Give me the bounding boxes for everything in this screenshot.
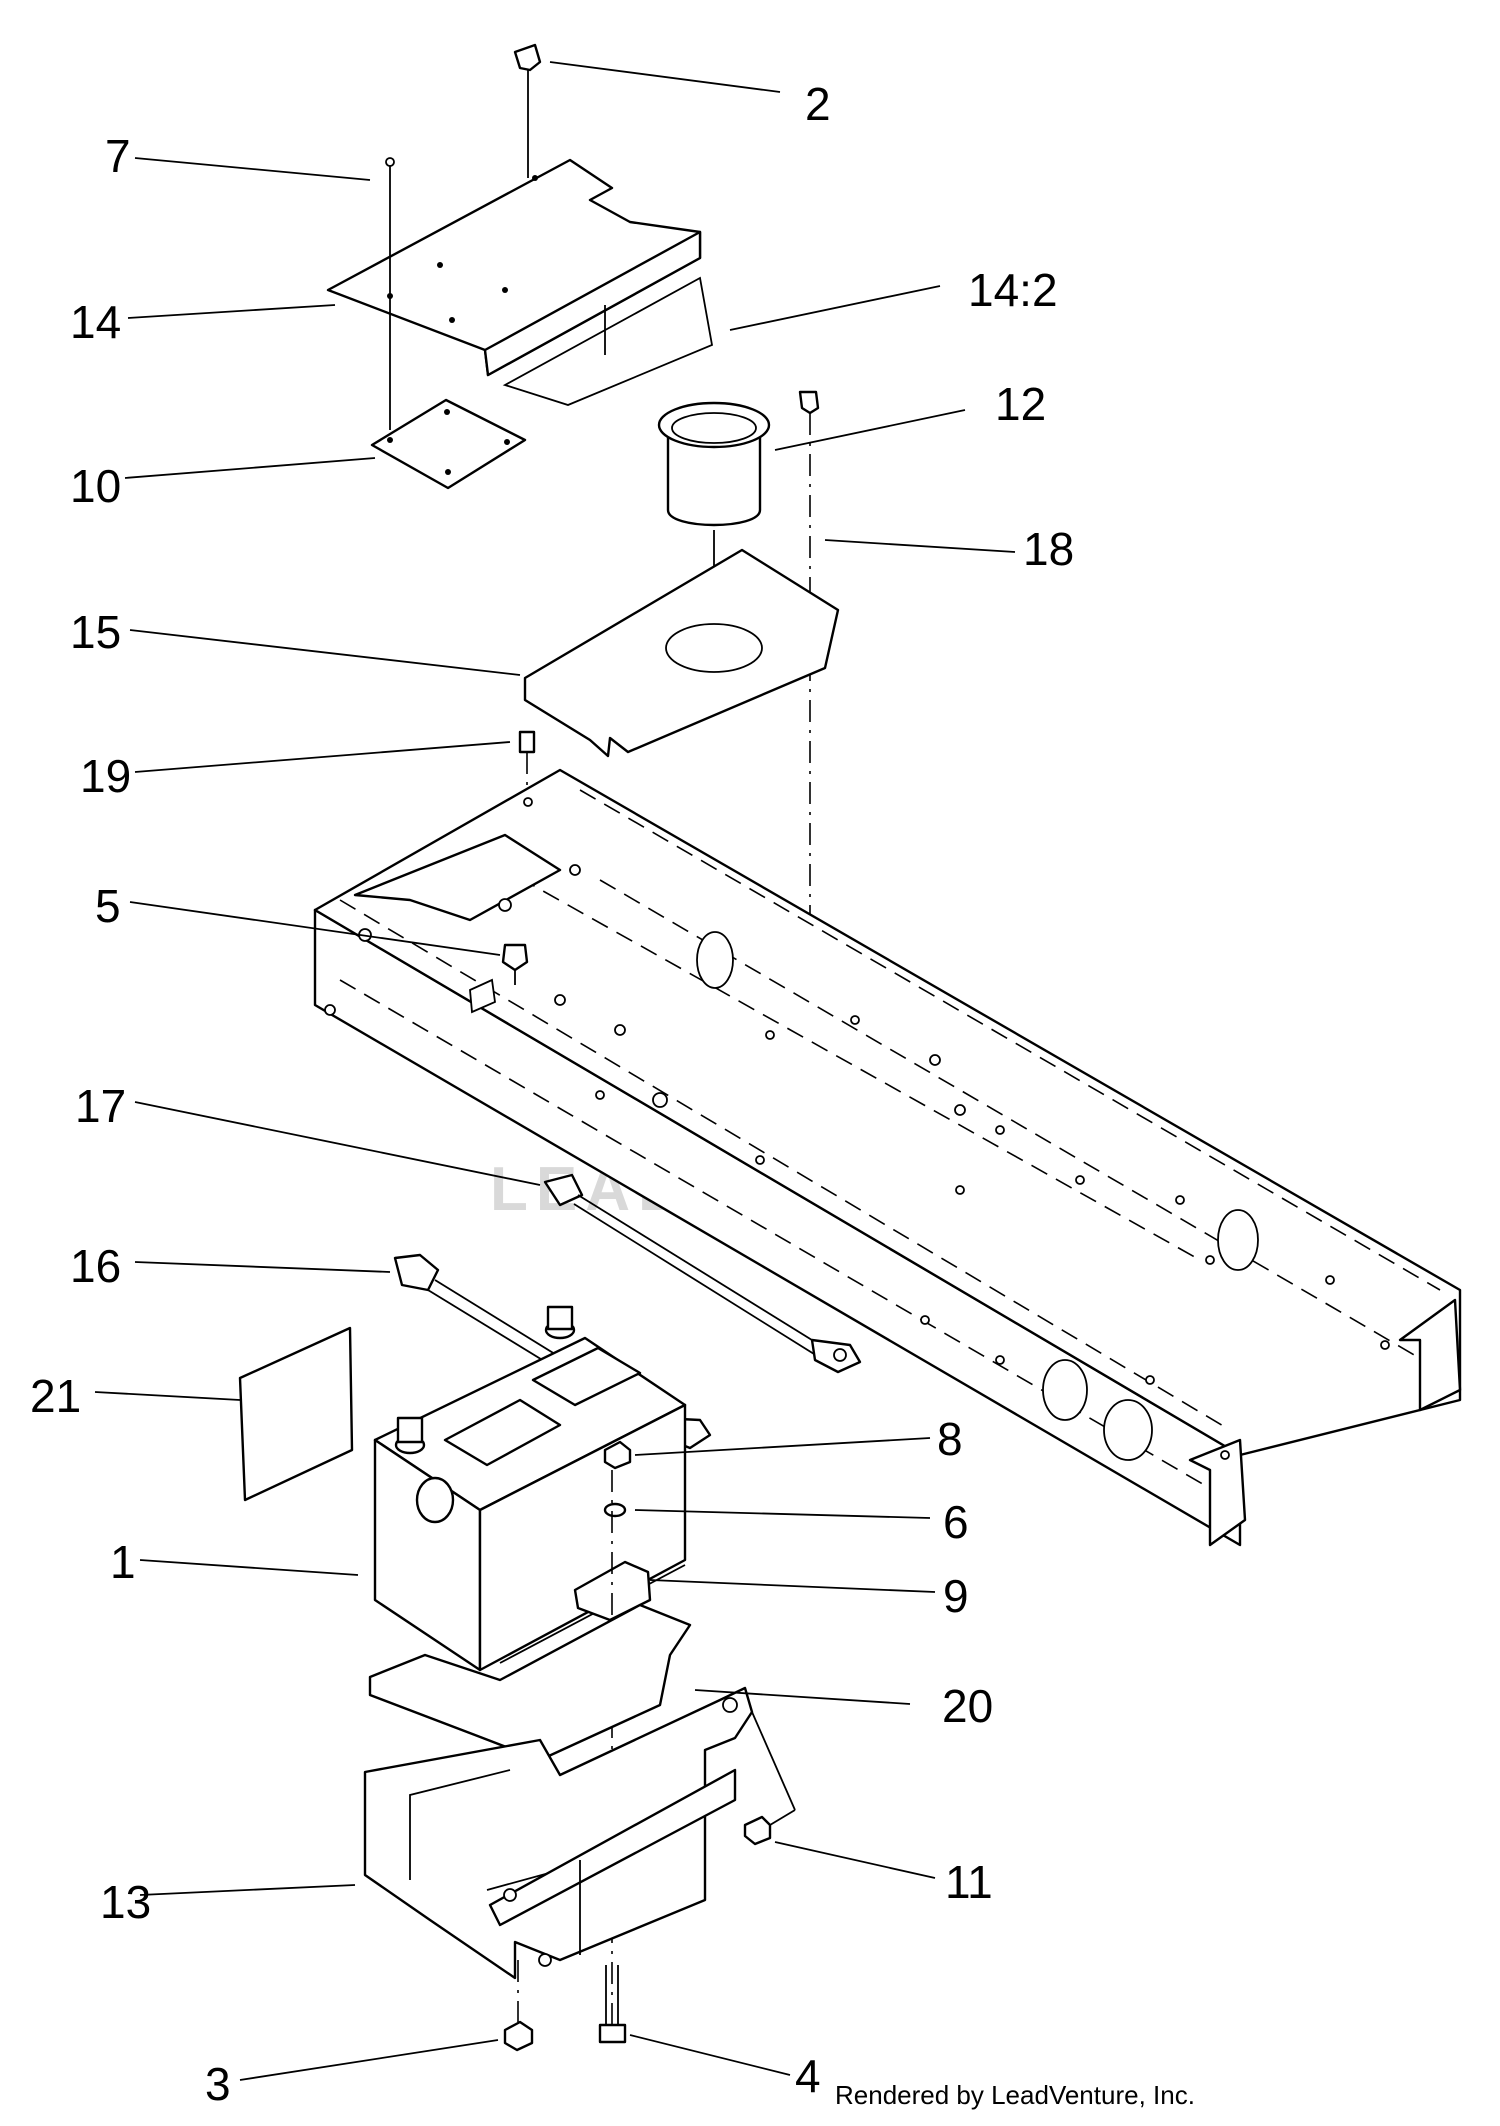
callout-7: 7	[105, 130, 131, 182]
callout-1: 1	[110, 1536, 136, 1588]
part-21-decal	[238, 1326, 354, 1502]
callout-5: 5	[95, 880, 121, 932]
callout-15: 15	[70, 606, 121, 658]
part-5-bolt	[501, 943, 529, 985]
part-2-fastener	[513, 43, 542, 178]
callout-18: 18	[1023, 523, 1074, 575]
part-1-battery	[373, 1305, 687, 1672]
part-4-bolt	[598, 1965, 627, 2044]
leader-lines	[94, 61, 1016, 2081]
callout-17: 17	[75, 1080, 126, 1132]
callout-labels: 2 7 14 14:2 12 10 18 15 19 5 17 16 21 8 …	[30, 78, 1074, 2110]
part-6-washer	[603, 1502, 627, 1518]
callout-14-2: 14:2	[968, 264, 1058, 316]
part-7-pin	[385, 157, 395, 430]
part-9-clamp	[573, 1560, 652, 1622]
callout-11: 11	[945, 1856, 993, 1908]
part-15-bracket-plate	[523, 548, 840, 758]
callout-21: 21	[30, 1370, 81, 1422]
callout-2: 2	[805, 78, 831, 130]
part-17-cable	[543, 1173, 862, 1374]
part-3-nut	[503, 1960, 534, 2052]
part-14-cover-plate	[326, 158, 714, 406]
callout-14: 14	[70, 296, 121, 348]
callout-13: 13	[100, 1876, 151, 1928]
callout-6: 6	[943, 1496, 969, 1548]
callout-20: 20	[942, 1680, 993, 1732]
part-12-cup-holder	[657, 401, 771, 625]
frame-rails	[313, 768, 1462, 1547]
part-8-nut	[603, 1440, 632, 1470]
rendered-by-credit: Rendered by LeadVenture, Inc.	[835, 2080, 1195, 2110]
callout-4: 4	[795, 2050, 821, 2102]
callout-3: 3	[205, 2058, 231, 2110]
part-10-plate	[370, 398, 527, 490]
callout-19: 19	[80, 750, 131, 802]
part-13-holder-bracket	[363, 1686, 754, 1980]
callout-16: 16	[70, 1240, 121, 1292]
callout-9: 9	[943, 1570, 969, 1622]
callout-12: 12	[995, 378, 1046, 430]
part-11-bolt	[743, 1711, 796, 1846]
callout-10: 10	[70, 460, 121, 512]
callout-8: 8	[937, 1413, 963, 1465]
